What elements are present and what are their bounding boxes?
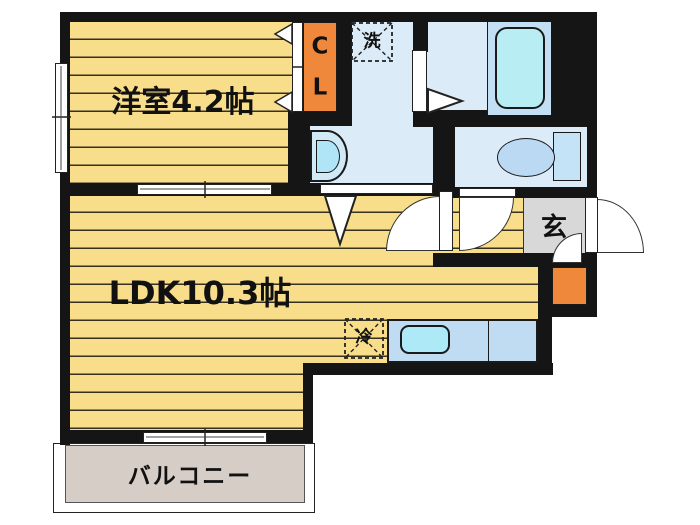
wall-top [60,12,597,22]
label-closet-l: L [312,74,328,101]
toilet-tank [553,132,581,181]
wall-toilet-left [433,124,455,188]
label-washer: 洗 [363,31,381,52]
closet-box [303,22,337,112]
wall-block-top-right [551,12,597,115]
balcony-deck [65,445,305,503]
wall-bath-bottom [413,110,597,127]
kitchen-sink [400,325,450,354]
label-western-room: 洋室4.2帖 [111,85,255,120]
label-refrigerator: 冷 [355,327,373,348]
wall-bath-divider [413,12,428,52]
label-closet-c: C [311,33,329,60]
door-entrance-leaf [585,197,598,253]
closet-arrow-top [273,22,293,46]
wall-kitchen-bottom [303,363,553,375]
doorway-arrow-right [427,87,466,115]
wall-step [303,363,313,443]
room-western-floor [70,22,300,183]
door-washroom-leaf [439,191,453,251]
room-washroom-upper-floor [352,22,413,126]
label-balcony: バルコニー [127,463,253,490]
wall-right-upper [587,12,597,258]
kitchen-counter-divider [488,321,489,361]
wall-shoebox-bottom [548,305,597,317]
bathtub [495,27,545,109]
toilet-bowl [497,138,555,177]
wall-shoebox-right [587,258,597,314]
wall-toilet-bottom [453,187,597,198]
washer-symbol [351,22,393,62]
opening-washroom-threshold [320,184,433,194]
wall-closet-right [337,12,352,124]
wall-kitchen-right [538,253,552,375]
doorway-arrow-down [323,195,358,248]
label-entrance: 玄 [540,213,568,243]
washbasin-bowl [316,140,340,173]
door-bathroom-leaf [412,50,427,112]
wall-below-closet [288,110,310,196]
shoe-cabinet [552,267,587,305]
wall-left [60,12,70,445]
label-ldk: LDK10.3帖 [108,274,292,312]
refrigerator-symbol [344,318,384,359]
closet-arrow-bottom [273,90,293,114]
